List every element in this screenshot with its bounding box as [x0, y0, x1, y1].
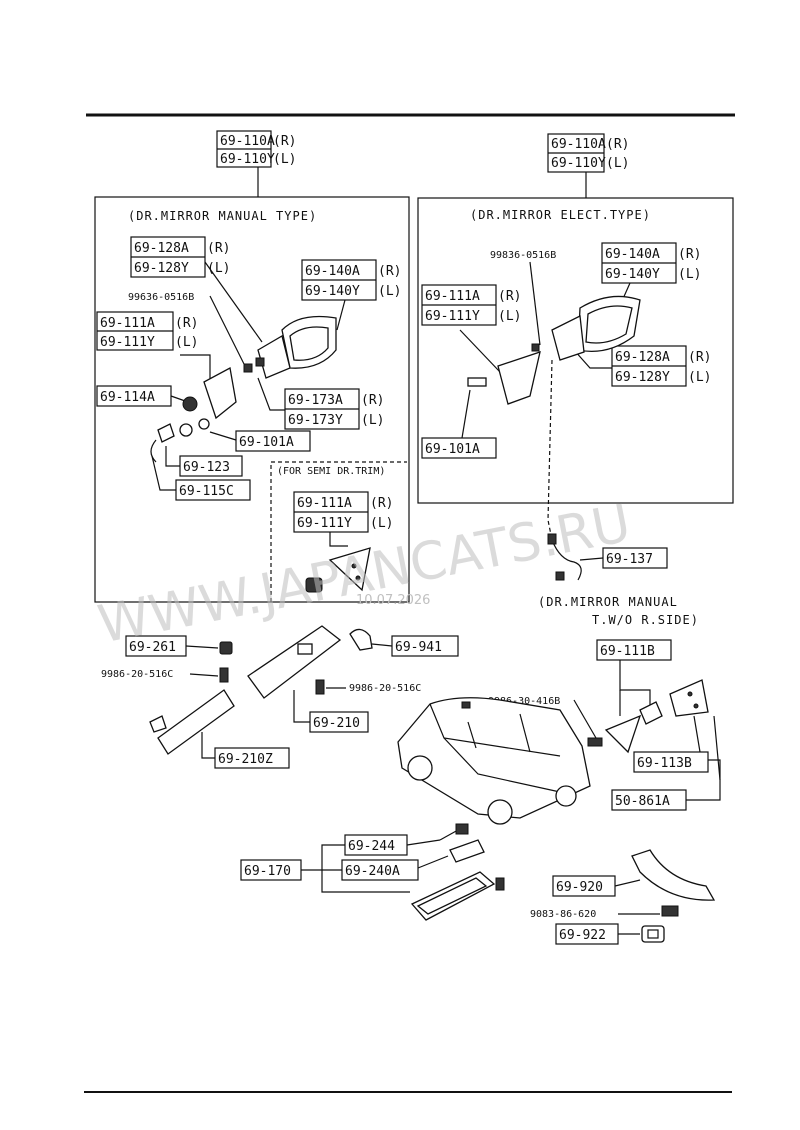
svg-text:(DR.MIRROR ELECT.TYPE): (DR.MIRROR ELECT.TYPE): [470, 208, 651, 222]
callout-top-left: 69-110A 69-110Y (R) (L): [216, 130, 296, 197]
svg-text:69-240A: 69-240A: [345, 864, 400, 879]
svg-text:69-115C: 69-115C: [179, 484, 234, 499]
svg-text:(R): (R): [370, 496, 393, 511]
svg-text:(L): (L): [606, 156, 629, 171]
svg-text:(R): (R): [175, 316, 198, 331]
svg-text:69-128A: 69-128A: [615, 350, 670, 365]
wo-rside-title-2: T.W/O R.SIDE): [592, 613, 699, 627]
panel-manual-type: (DR.MIRROR MANUAL TYPE) 69-128A 69-128Y …: [94, 196, 410, 603]
svg-text:69-170: 69-170: [244, 864, 291, 879]
svg-text:69-210: 69-210: [313, 716, 360, 731]
svg-text:9083-86-620: 9083-86-620: [530, 909, 596, 920]
svg-text:69-110Y: 69-110Y: [220, 152, 275, 167]
svg-text:(L): (L): [273, 152, 296, 167]
svg-text:69-101A: 69-101A: [239, 435, 294, 450]
svg-text:(R): (R): [207, 241, 230, 256]
svg-text:69-261: 69-261: [129, 640, 176, 655]
room-lamp-group: 69-244 69-170 69-240A: [240, 823, 505, 921]
svg-text:69-111Y: 69-111Y: [297, 516, 352, 531]
svg-text:69-173Y: 69-173Y: [288, 413, 343, 428]
svg-text:69-110Y: 69-110Y: [551, 156, 606, 171]
svg-text:69-210Z: 69-210Z: [218, 752, 273, 767]
svg-text:(R): (R): [273, 134, 296, 149]
manual-mirror-drawing: [150, 315, 337, 463]
svg-text:50-861A: 50-861A: [615, 794, 670, 809]
svg-text:(R): (R): [378, 264, 401, 279]
svg-text:69-140Y: 69-140Y: [605, 267, 660, 282]
svg-text:69-123: 69-123: [183, 460, 230, 475]
svg-text:9986-20-516C: 9986-20-516C: [101, 669, 173, 680]
svg-text:69-111A: 69-111A: [425, 289, 480, 304]
svg-text:(R): (R): [498, 289, 521, 304]
svg-text:99636-0516B: 99636-0516B: [128, 292, 194, 303]
svg-text:69-941: 69-941: [395, 640, 442, 655]
svg-text:69-128Y: 69-128Y: [134, 261, 189, 276]
svg-text:9986-20-516C: 9986-20-516C: [349, 683, 421, 694]
svg-text:(L): (L): [175, 335, 198, 350]
assist-grip-group: 69-920 9083-86-620 69-922: [530, 849, 716, 945]
watermark-date: 10.07.2026: [356, 593, 430, 608]
svg-text:69-111Y: 69-111Y: [100, 335, 155, 350]
semi-trim-subpanel: (FOR SEMI DR.TRIM) 69-111A 69-111Y (R) (…: [270, 461, 407, 602]
car-silhouette: [397, 697, 591, 825]
svg-text:99836-0516B: 99836-0516B: [490, 250, 556, 261]
svg-text:(L): (L): [361, 413, 384, 428]
svg-text:(L): (L): [678, 267, 701, 282]
svg-text:69-920: 69-920: [556, 880, 603, 895]
svg-text:(R): (R): [678, 247, 701, 262]
svg-text:(L): (L): [378, 284, 401, 299]
svg-text:69-113B: 69-113B: [637, 756, 692, 771]
svg-text:(R): (R): [361, 393, 384, 408]
svg-text:69-128Y: 69-128Y: [615, 370, 670, 385]
panel-elect-type: (DR.MIRROR ELECT.TYPE) 99836-0516B 69-14…: [417, 197, 734, 541]
svg-text:(R): (R): [688, 350, 711, 365]
svg-text:69-140Y: 69-140Y: [305, 284, 360, 299]
svg-text:(FOR SEMI DR.TRIM): (FOR SEMI DR.TRIM): [277, 466, 385, 477]
svg-text:69-922: 69-922: [559, 928, 606, 943]
svg-text:(L): (L): [370, 516, 393, 531]
svg-text:(DR.MIRROR MANUAL TYPE): (DR.MIRROR MANUAL TYPE): [128, 209, 317, 223]
svg-text:69-244: 69-244: [348, 839, 395, 854]
svg-text:69-114A: 69-114A: [100, 390, 155, 405]
wo-rside-group: 69-111B 9986-30-416B 69-113B 50-861A: [488, 639, 721, 811]
svg-text:69-173A: 69-173A: [288, 393, 343, 408]
svg-text:69-128A: 69-128A: [134, 241, 189, 256]
elect-mirror-drawing: [467, 295, 641, 541]
sunvisor-group: 69-261 9986-20-516C 69-941 9986-20-516C …: [101, 625, 459, 769]
svg-text:69-140A: 69-140A: [305, 264, 360, 279]
harness-69-137: 69-137: [547, 533, 668, 581]
svg-text:(R): (R): [606, 137, 629, 152]
svg-text:69-111A: 69-111A: [100, 316, 155, 331]
svg-text:(L): (L): [207, 261, 230, 276]
svg-text:(L): (L): [498, 309, 521, 324]
svg-text:69-110A: 69-110A: [220, 134, 275, 149]
svg-text:9986-30-416B: 9986-30-416B: [488, 696, 560, 707]
svg-text:(L): (L): [688, 370, 711, 385]
svg-text:69-110A: 69-110A: [551, 137, 606, 152]
svg-text:69-111Y: 69-111Y: [425, 309, 480, 324]
svg-text:69-101A: 69-101A: [425, 442, 480, 457]
svg-text:69-140A: 69-140A: [605, 247, 660, 262]
svg-text:69-111A: 69-111A: [297, 496, 352, 511]
callout-top-right: 69-110A 69-110Y (R) (L): [547, 133, 629, 198]
wo-rside-title-1: (DR.MIRROR MANUAL: [538, 595, 678, 609]
svg-text:69-111B: 69-111B: [600, 644, 655, 659]
svg-text:69-137: 69-137: [606, 552, 653, 567]
